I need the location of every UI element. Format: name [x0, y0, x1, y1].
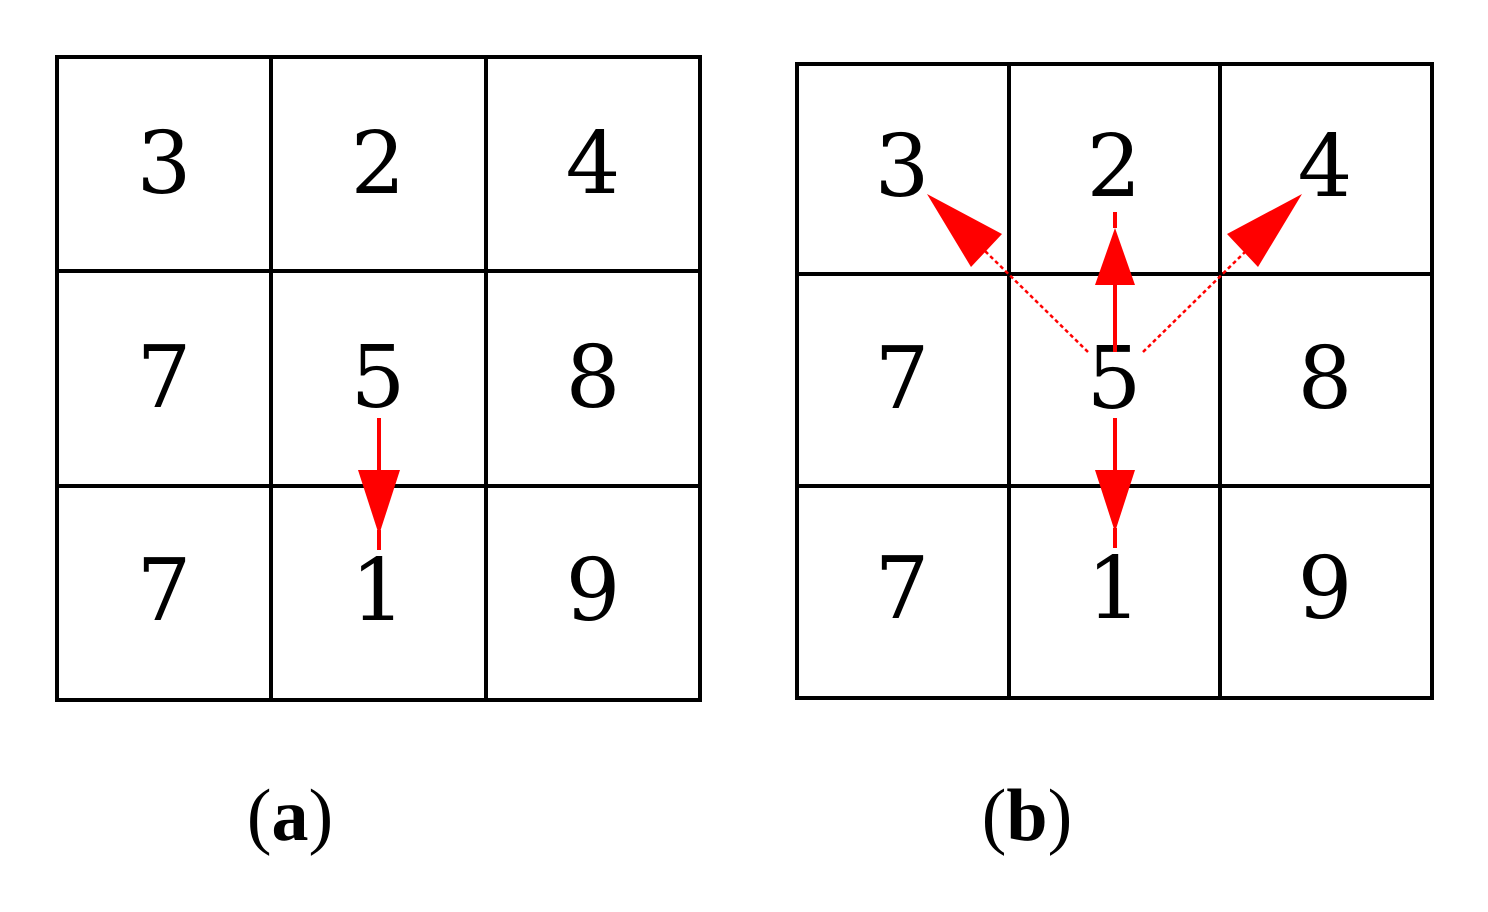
panel-a-cell-3-2: 1 [351, 541, 406, 641]
panel-b-cell-3-1: 7 [875, 539, 930, 639]
panel-a-arrow-5-to-1 [358, 418, 400, 550]
panel-a-grid [55, 55, 702, 702]
panel-a-cell-1-1: 3 [137, 114, 192, 214]
panel-b-arrow-5-4-shaft [1142, 250, 1247, 353]
panel-a-cell-3-3: 9 [566, 541, 621, 641]
panel-b-arrow-5-4-head [1227, 194, 1302, 267]
panel-b-cell-3-2: 1 [1087, 539, 1142, 639]
panel-b-arrow-5-2-head [1095, 228, 1135, 285]
panel-b: 3 2 4 7 5 8 7 1 9 [795, 62, 1434, 857]
panel-b-arrow-5-to-3 [927, 194, 1089, 353]
panel-b-cell-2-1: 7 [875, 329, 930, 429]
panel-b-arrow-5-to-2 [1095, 212, 1135, 352]
panel-b-caption: (b) [982, 775, 1072, 857]
panel-a-cell-1-2: 2 [351, 114, 406, 214]
panel-b-arrow-5-3-head [927, 194, 1002, 267]
panel-b-arrow-5-to-1 [1095, 418, 1135, 548]
panel-a-cells: 3 2 4 7 5 8 7 1 9 [137, 114, 621, 641]
panel-b-arrow-5-3-shaft [984, 250, 1089, 353]
panel-b-cell-1-1: 3 [875, 117, 930, 217]
panel-a-cell-3-1: 7 [137, 541, 192, 641]
panel-b-border [795, 62, 1434, 700]
panel-b-cells: 3 2 4 7 5 8 7 1 9 [875, 117, 1353, 639]
panel-a-cell-2-3: 8 [566, 328, 621, 428]
panel-a-cell-2-2: 5 [351, 328, 406, 428]
panel-a: 3 2 4 7 5 8 7 1 9 (a) [55, 55, 702, 857]
panel-b-arrow-5-1-head [1095, 470, 1135, 532]
panel-a-arrowhead [358, 470, 400, 535]
panel-b-cell-1-2: 2 [1087, 117, 1142, 217]
panel-a-cell-1-3: 4 [566, 114, 621, 214]
panel-a-border [55, 55, 702, 702]
panel-b-arrow-5-to-4 [1142, 194, 1302, 353]
panel-a-caption: (a) [247, 775, 333, 857]
panel-b-cell-1-3: 4 [1298, 117, 1353, 217]
panel-b-cell-2-3: 8 [1298, 329, 1353, 429]
panel-b-cell-3-3: 9 [1298, 539, 1353, 639]
panel-a-cell-2-1: 7 [137, 328, 192, 428]
